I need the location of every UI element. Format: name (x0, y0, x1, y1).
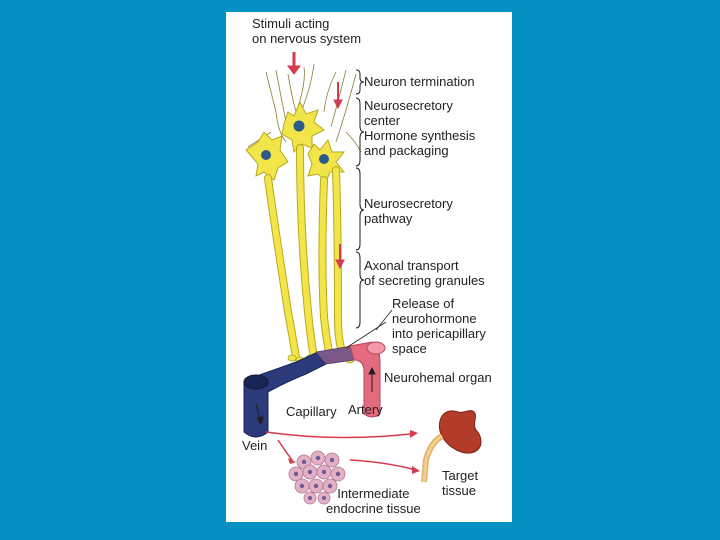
release-label: Release of neurohormone into pericapilla… (392, 296, 486, 356)
intermediate-tissue-label: Intermediate endocrine tissue (326, 486, 421, 516)
endocrine-cell-nuclei (293, 455, 341, 500)
stimuli-label: Stimuli acting on nervous system (252, 16, 362, 46)
nucleus-right (319, 154, 329, 164)
neuron-termination-label: Neuron termination (364, 74, 475, 89)
neurohemal-organ-label: Neurohemal organ (384, 370, 492, 385)
nucleus-center (293, 120, 305, 132)
vein (243, 351, 327, 438)
release-pointer-lines (345, 309, 393, 349)
artery-label: Artery (348, 402, 383, 417)
capillary-label: Capillary (286, 404, 337, 419)
label-brackets (355, 69, 365, 329)
neurosecretion-diagram (243, 52, 482, 505)
kidney-target-tissue (421, 410, 482, 483)
circulation-arrows (265, 431, 417, 471)
target-tissue-label: Target tissue (442, 468, 479, 498)
neuron-nuclei (261, 120, 329, 164)
artery-opening (366, 341, 386, 355)
neurosecretory-pathway-label: Neurosecretory pathway (364, 196, 453, 226)
neurosecretory-center-label: Neurosecretory center Hormone synthesis … (364, 98, 476, 158)
vein-label: Vein (242, 438, 268, 453)
neuron-cell-bodies (245, 100, 346, 183)
axon-fill (265, 145, 347, 360)
diagram-panel: Stimuli acting on nervous system Neuron … (226, 12, 512, 522)
axonal-transport-label: Axonal transport of secreting granules (364, 258, 485, 288)
nucleus-left (261, 150, 271, 160)
flow-arrows (255, 52, 376, 426)
vein-opening (243, 374, 269, 390)
